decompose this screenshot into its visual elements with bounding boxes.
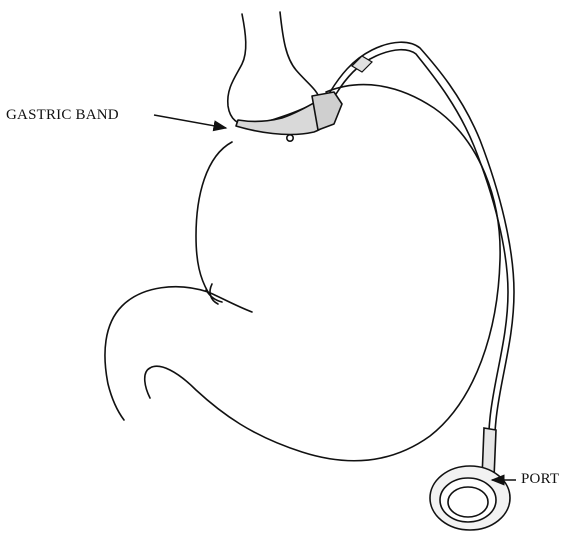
connection-tubing xyxy=(330,42,514,470)
stomach-lesser-curvature xyxy=(196,142,252,312)
gastric-band-buckle xyxy=(312,92,342,130)
band-arrow-icon xyxy=(154,115,226,128)
esophagus xyxy=(228,14,248,126)
connection-tubing-inner xyxy=(336,50,508,470)
gastric-band-label: GASTRIC BAND xyxy=(6,107,119,124)
port-label: PORT xyxy=(521,471,559,488)
access-port xyxy=(430,428,510,530)
gastric-band xyxy=(236,92,342,141)
stomach-greater-curvature xyxy=(150,85,500,461)
duodenum-upper-wall xyxy=(105,287,208,420)
esophagus-right-wall xyxy=(280,12,320,100)
port-septum-inner xyxy=(448,487,488,517)
gastric-band-rivet xyxy=(287,135,293,141)
duodenum-lower-wall xyxy=(145,368,150,398)
